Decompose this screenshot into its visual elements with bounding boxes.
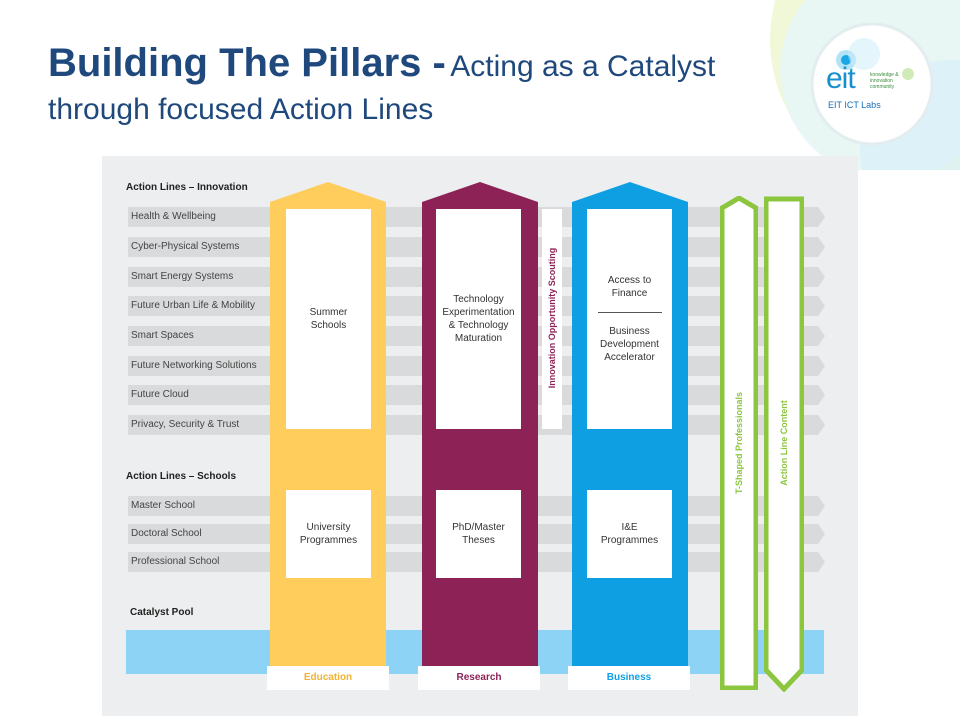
education-label: Education [267,666,389,690]
logo-name: EIT ICT Labs [828,100,881,110]
row-arrow-icon [818,385,825,405]
box-line: Programmes [299,535,358,546]
row-arrow-icon [818,496,825,516]
innovation-line: Health & Wellbeing [128,207,270,227]
box-line: Finance [611,288,648,299]
box-line: I&E [621,522,638,533]
box-line: Summer [309,307,348,318]
school-line: Doctoral School [128,524,270,544]
catalyst-heading: Catalyst Pool [130,607,194,618]
eit-ict-labs-logo: eit knowledge & innovation community EIT… [808,22,936,146]
title-line2: through focused Action Lines [48,93,434,126]
box-line: & Technology [448,320,509,331]
innovation-line: Cyber-Physical Systems [128,237,270,257]
logo-tagline: knowledge & innovation community [870,72,899,90]
row-arrow-icon [818,267,825,287]
t-shaped-label: T-Shaped Professionals [734,391,744,495]
box-line: Schools [310,320,347,331]
box-line: Business [609,326,650,337]
box-divider [597,312,662,313]
innovation-line: Future Cloud [128,385,270,405]
box-line: University [306,522,351,533]
box-line: Maturation [454,333,503,344]
scouting-label: Innovation Opportunity Scouting [547,247,557,389]
innovation-line: Future Urban Life & Mobility [128,296,270,316]
business-top-box: Access to Finance Business Development A… [587,209,672,429]
t-shaped-column [720,196,758,690]
innovation-heading: Action Lines – Innovation [126,182,248,193]
innovation-line: Smart Energy Systems [128,267,270,287]
row-arrow-icon [818,415,825,435]
school-line: Master School [128,496,270,516]
title-rest: Acting as a Catalyst [450,50,716,83]
action-line-content-column [764,196,804,692]
research-bottom-box: PhD/Master Theses [436,490,521,578]
box-line: Access to [607,275,652,286]
row-arrow-icon [818,237,825,257]
research-top-box: Technology Experimentation & Technology … [436,209,521,429]
research-label: Research [418,666,540,690]
education-top-box: Summer Schools [286,209,371,429]
row-arrow-icon [818,552,825,572]
school-line: Professional School [128,552,270,572]
slide-title: Building The Pillars - Acting as a Catal… [48,41,788,134]
action-lines-diagram: Action Lines – Innovation Health & Wellb… [102,156,858,716]
innovation-line: Privacy, Security & Trust [128,415,270,435]
box-line: Programmes [600,535,659,546]
box-line: Theses [462,535,495,546]
logo-circle [810,22,934,146]
title-bold: Building The Pillars - [48,41,446,85]
education-bottom-box: University Programmes [286,490,371,578]
row-arrow-icon [818,207,825,227]
business-label: Business [568,666,690,690]
box-line: Development [600,339,659,350]
business-bottom-box: I&E Programmes [587,490,672,578]
row-arrow-icon [818,296,825,316]
box-line: Technology [453,294,504,305]
innovation-line: Future Networking Solutions [128,356,270,376]
row-arrow-icon [818,524,825,544]
box-line: Accelerator [604,352,655,363]
row-arrow-icon [818,326,825,346]
innovation-line: Smart Spaces [128,326,270,346]
schools-heading: Action Lines – Schools [126,471,237,482]
row-arrow-icon [818,356,825,376]
box-line: Experimentation [442,307,515,318]
action-line-content-label: Action Line Content [779,400,789,486]
box-line: PhD/Master [452,522,505,533]
scouting-column [542,209,562,429]
logo-mark: eit [826,62,856,95]
